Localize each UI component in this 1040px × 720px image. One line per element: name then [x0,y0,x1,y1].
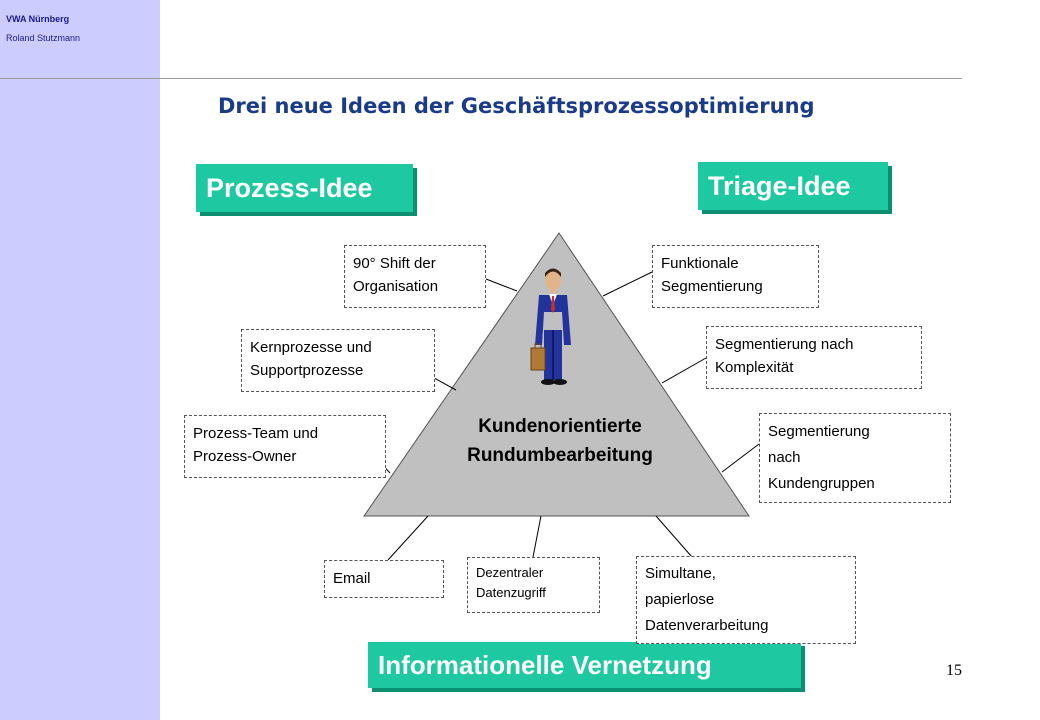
box-90-shift-line1: 90° Shift der [353,255,436,272]
box-simultan-line3: Datenverarbeitung [645,617,769,634]
connector-kundengruppen [721,443,760,473]
page-number: 15 [946,662,962,679]
box-segmentierung-komplexitaet: Segmentierung nach Komplexität [706,326,922,389]
center-label-line2: Rundumbearbeitung [467,445,653,466]
organization-label: VWA Nürnberg [6,14,70,24]
box-dezentral-line2: Datenzugriff [476,585,546,600]
box-email-line1: Email [333,570,371,587]
box-funktionale-line2: Segmentierung [661,278,763,295]
box-funktionale-segmentierung: Funktionale Segmentierung [652,245,819,308]
box-prozess-team-line1: Prozess-Team und [193,425,319,442]
box-kundengruppen-line3: Kundengruppen [768,475,875,492]
box-90-shift-line2: Organisation [353,278,439,295]
header-divider [0,78,962,79]
box-dezentral-line1: Dezentraler [476,565,544,580]
box-komplexitaet-line2: Komplexität [715,359,794,376]
box-simultan-line2: papierlose [645,591,715,608]
center-label-line1: Kundenorientierte [478,416,642,437]
box-simultane-datenverarbeitung: Simultane, papierlose Datenverarbeitung [636,556,856,644]
box-prozess-team: Prozess-Team und Prozess-Owner [184,415,386,478]
prozess-idee-heading: Prozess-Idee [196,164,413,212]
box-email: Email [324,560,444,598]
businessman-icon [530,268,571,385]
slide-title: Drei neue Ideen der Geschäftsprozessopti… [218,94,815,118]
connector-dezentral [532,515,542,558]
connector-simultan [655,515,693,558]
box-90-shift: 90° Shift der Organisation [344,245,486,308]
connector-shift [485,278,518,292]
connector-funktional [602,271,653,297]
connector-komplexitaet [661,357,707,384]
box-kundengruppen-line1: Segmentierung [768,423,870,440]
box-dezentraler-datenzugriff: Dezentraler Datenzugriff [467,557,600,613]
box-kernprozesse: Kernprozesse und Supportprozesse [241,329,435,392]
author-label: Roland Stutzmann [6,33,81,43]
box-komplexitaet-line1: Segmentierung nach [715,336,854,353]
box-segmentierung-kundengruppen: Segmentierung nach Kundengruppen [759,413,951,503]
box-kernprozesse-line1: Kernprozesse und [250,339,372,356]
box-funktionale-line1: Funktionale [661,255,739,272]
box-simultan-line1: Simultane, [645,565,716,582]
box-prozess-team-line2: Prozess-Owner [193,448,297,465]
box-kernprozesse-line2: Supportprozesse [250,362,364,379]
sidebar: VWA Nürnberg Roland Stutzmann [0,0,160,720]
center-label: Kundenorientierte Rundumbearbeitung [410,412,710,470]
connector-email [387,515,429,561]
triage-idee-heading: Triage-Idee [698,162,888,210]
informationelle-vernetzung-heading: Informationelle Vernetzung [368,642,801,688]
box-kundengruppen-line2: nach [768,449,801,466]
